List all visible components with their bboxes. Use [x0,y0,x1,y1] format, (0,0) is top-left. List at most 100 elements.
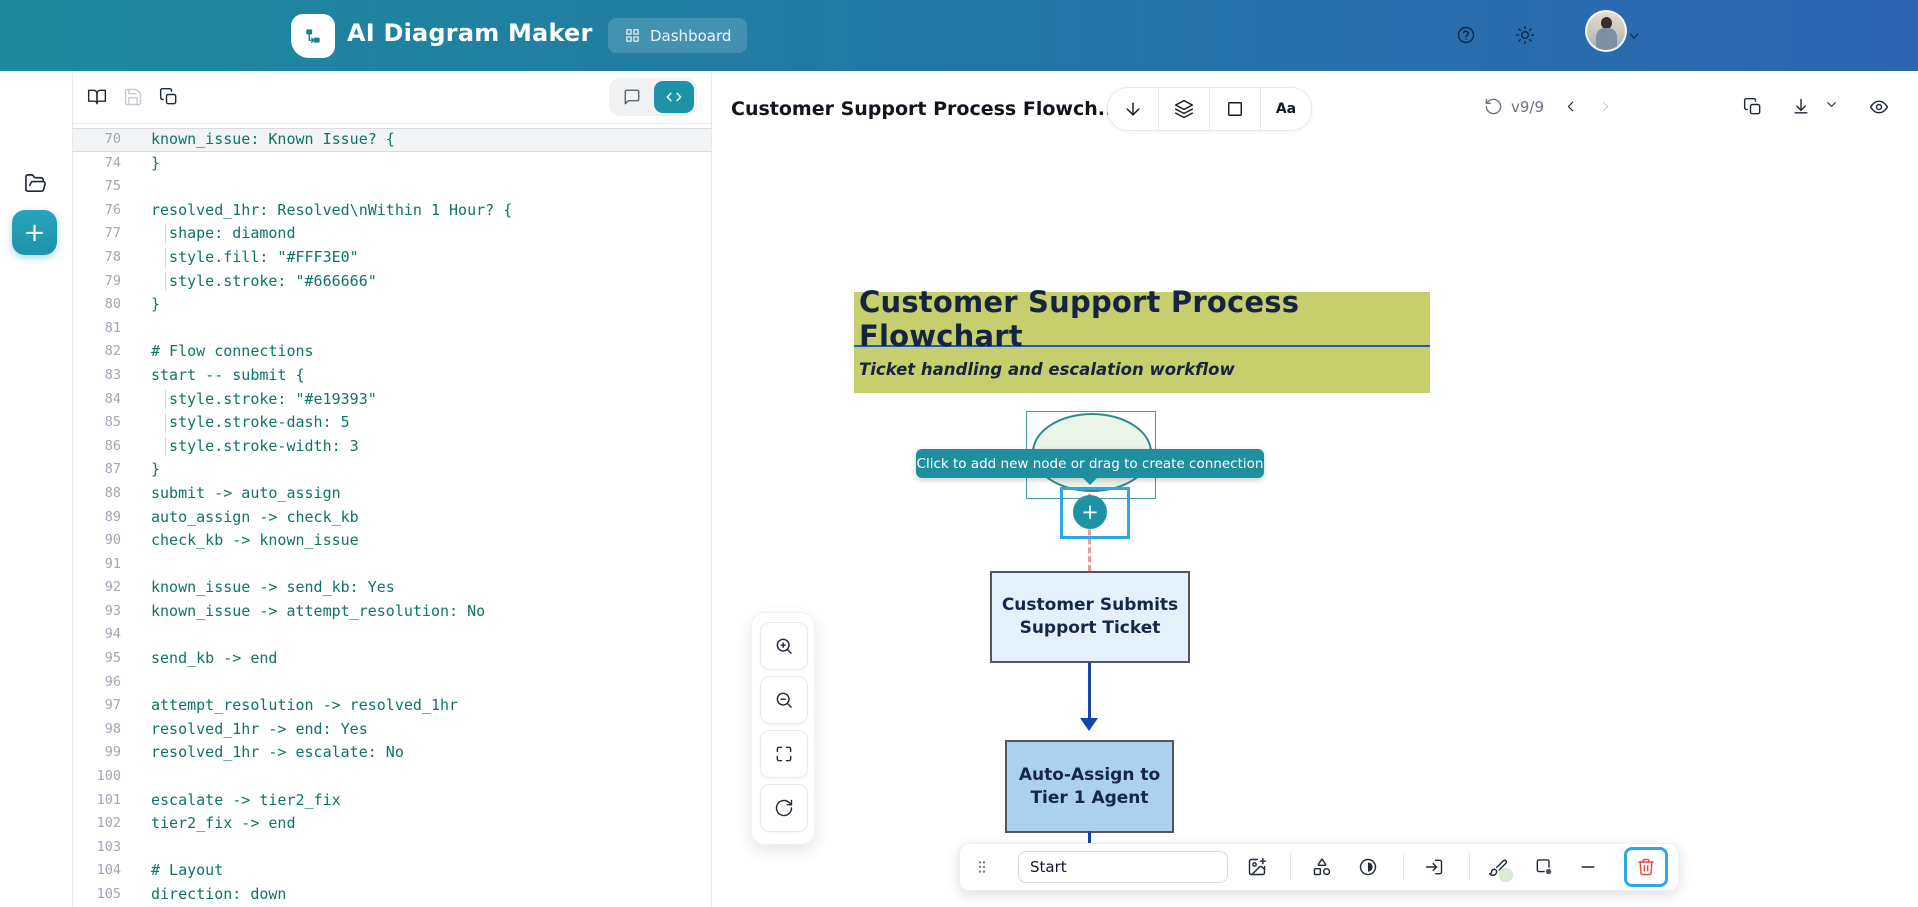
code-line[interactable]: 93 known_issue -> attempt_resolution: No [73,600,711,624]
fill-color-button[interactable] [1481,850,1515,884]
account-menu-button[interactable] [1626,28,1642,44]
code-line[interactable]: 90 check_kb -> known_issue [73,529,711,553]
next-version-button[interactable] [1597,98,1614,115]
code-line[interactable]: 105 direction: down [73,883,711,907]
version-control: v9/9 [1484,97,1614,116]
delete-node-button[interactable] [1624,847,1668,887]
previous-version-button[interactable] [1562,98,1579,115]
zoom-in-icon [776,638,792,654]
preview-button[interactable] [1869,97,1889,117]
copy-code-button[interactable] [159,87,179,107]
toolbar-drag-handle[interactable] [974,858,990,876]
history-icon [1485,98,1502,115]
move-to-container-button[interactable] [1417,850,1451,884]
code-line[interactable]: 77 shape: diamond [73,222,711,246]
code-line[interactable]: 87 } [73,458,711,482]
duplicate-diagram-button[interactable] [1743,97,1763,117]
layers-button[interactable] [1158,88,1209,130]
maximize-icon [776,746,792,762]
layout-direction-button[interactable] [1108,88,1158,130]
open-project-button[interactable] [24,172,47,195]
code-line[interactable]: 70 known_issue: Known Issue? { [73,128,711,152]
line-number: 88 [104,484,121,501]
zoom-controls [751,612,815,845]
code-line[interactable]: 104 # Layout [73,859,711,883]
code-line[interactable]: 92 known_issue -> send_kb: Yes [73,576,711,600]
save-button[interactable] [123,87,143,107]
add-image-button[interactable] [1240,850,1274,884]
stroke-style-button[interactable] [1571,850,1605,884]
fill-color-swatch [1499,868,1513,882]
diagram-canvas[interactable]: Customer Support Process Flowchart Ticke… [712,139,1918,907]
eye-icon [1869,100,1889,114]
code-line[interactable]: 82 # Flow connections [73,340,711,364]
download-icon [1794,98,1808,114]
code-line[interactable]: 94 [73,623,711,647]
docs-button[interactable] [87,87,107,107]
code-line[interactable]: 85 style.stroke-dash: 5 [73,411,711,435]
line-number: 86 [104,437,121,454]
download-button[interactable] [1791,97,1811,117]
reset-view-button[interactable] [760,784,808,832]
contrast-button[interactable] [1351,850,1385,884]
theme-toggle-button[interactable] [1515,25,1535,45]
flowchart-logo-icon [306,29,320,43]
code-line[interactable]: 101 escalate -> tier2_fix [73,789,711,813]
code-view-button[interactable] [654,81,694,113]
dashboard-button[interactable]: Dashboard [608,18,748,53]
code-line[interactable]: 96 [73,671,711,695]
code-line[interactable]: 79 style.stroke: "#666666" [73,270,711,294]
zoom-in-button[interactable] [760,622,808,670]
code-line[interactable]: 95 send_kb -> end [73,647,711,671]
zoom-out-button[interactable] [760,676,808,724]
folder-open-icon [25,174,46,192]
editor-view-toggle [609,78,697,116]
code-line[interactable]: 86 style.stroke-width: 3 [73,435,711,459]
node-auto-assign[interactable]: Auto-Assign to Tier 1 Agent [1005,740,1174,833]
code-line[interactable]: 88 submit -> auto_assign [73,482,711,506]
node-customer-submits[interactable]: Customer Submits Support Ticket [990,571,1190,663]
help-button[interactable] [1456,25,1476,45]
code-line[interactable]: 83 start -- submit { [73,364,711,388]
copy-icon [159,87,177,105]
code-line[interactable]: 100 [73,765,711,789]
stroke-color-button[interactable] [1527,850,1561,884]
square-icon [1228,102,1242,116]
change-shape-button[interactable] [1305,850,1339,884]
code-line[interactable]: 91 [73,553,711,577]
line-text: resolved_1hr -> end: Yes [151,719,368,738]
font-button[interactable]: Aa [1260,88,1311,130]
download-options-button[interactable] [1824,97,1839,112]
code-line[interactable]: 99 resolved_1hr -> escalate: No [73,741,711,765]
code-line[interactable]: 103 [73,836,711,860]
fit-view-button[interactable] [760,730,808,778]
code-line[interactable]: 80 } [73,293,711,317]
node-label-input[interactable] [1018,851,1228,883]
code-line[interactable]: 102 tier2_fix -> end [73,812,711,836]
left-rail: + [0,71,73,907]
shape-style-button[interactable] [1209,88,1260,130]
code-area[interactable]: 70 known_issue: Known Issue? { 74 } 75 7… [73,123,711,907]
line-text [121,671,151,695]
line-text: style.fill: "#FFF3E0" [151,247,359,266]
code-line[interactable]: 81 [73,317,711,341]
code-line[interactable]: 98 resolved_1hr -> end: Yes [73,718,711,742]
code-line[interactable]: 97 attempt_resolution -> resolved_1hr [73,694,711,718]
code-line[interactable]: 75 [73,175,711,199]
add-node-button[interactable]: + [1073,495,1107,529]
user-avatar[interactable] [1585,10,1627,52]
flowchart-title-block[interactable]: Customer Support Process Flowchart Ticke… [854,285,1430,393]
new-diagram-button[interactable]: + [12,210,57,255]
code-line[interactable]: 84 style.stroke: "#e19393" [73,388,711,412]
line-text: check_kb -> known_issue [151,531,359,550]
code-line[interactable]: 76 resolved_1hr: Resolved\nWithin 1 Hour… [73,199,711,223]
line-text [121,623,151,647]
save-icon [124,88,142,106]
toolbar-divider [1290,853,1291,881]
line-text [121,765,151,789]
code-editor-panel: 70 known_issue: Known Issue? { 74 } 75 7… [73,71,711,907]
comment-view-button[interactable] [612,81,652,113]
code-line[interactable]: 89 auto_assign -> check_kb [73,506,711,530]
code-line[interactable]: 78 style.fill: "#FFF3E0" [73,246,711,270]
code-line[interactable]: 74 } [73,152,711,176]
